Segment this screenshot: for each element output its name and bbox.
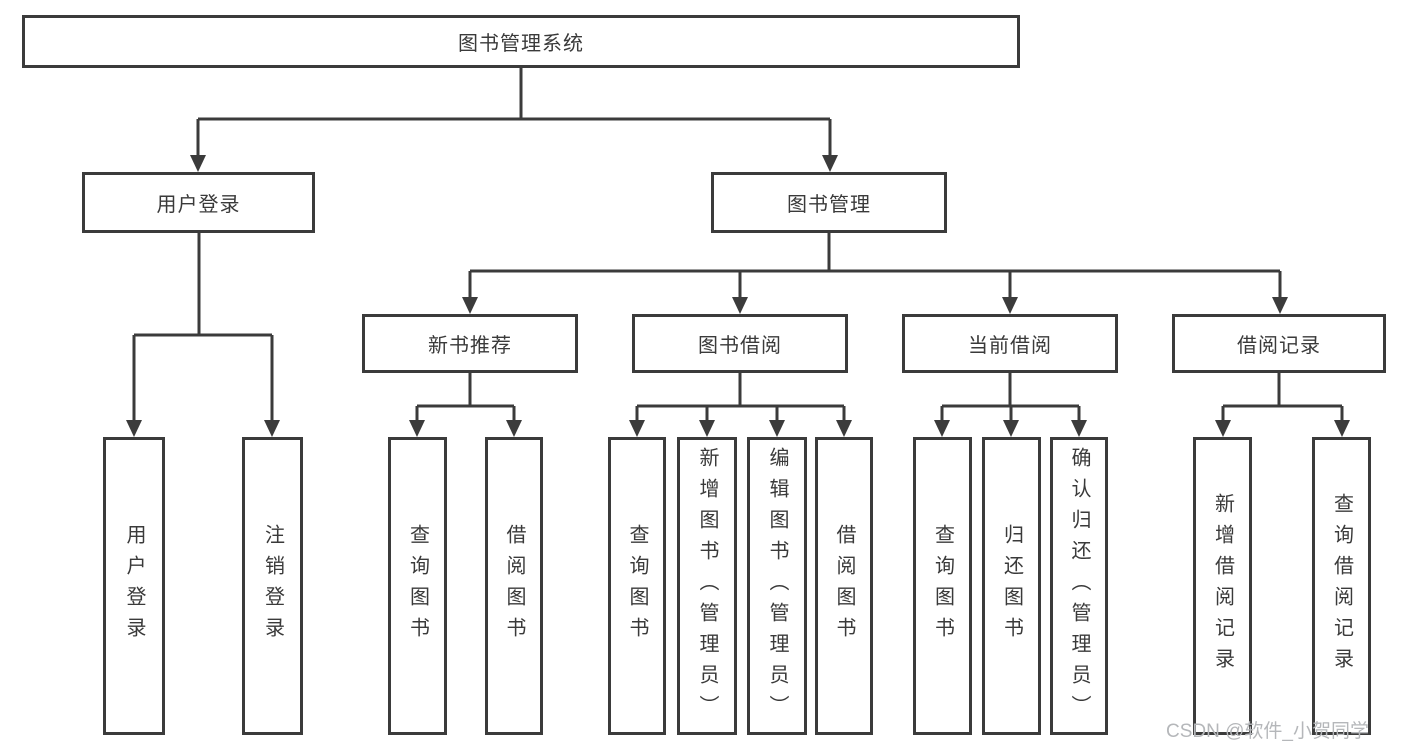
connector-borrow-to-leaves [629,373,852,437]
arrowhead [629,420,645,437]
leaf-borrow-books-1: 借阅图书 [485,437,543,735]
arrowhead [190,155,206,172]
arrowhead [409,420,425,437]
arrowhead [1003,420,1019,437]
node-book-management: 图书管理 [711,172,947,233]
arrowhead [769,420,785,437]
connector-login-to-leaves [126,233,280,437]
leaf-query-books-1: 查询图书 [388,437,447,735]
node-new-book-recommend: 新书推荐 [362,314,578,373]
arrowhead [732,297,748,314]
csdn-watermark: CSDN @软件_小贺同学 [1166,721,1369,742]
arrowhead [1272,297,1288,314]
leaf-query-books-2: 查询图书 [608,437,666,735]
arrowhead [836,420,852,437]
connector-mgmt-to-level3 [462,233,1288,314]
leaf-confirm-return-admin: 确认归还（管理员） [1050,437,1108,735]
arrowhead [264,420,280,437]
leaf-user-login: 用户登录 [103,437,165,735]
connector-root-to-level2 [190,68,838,172]
arrowhead [1002,297,1018,314]
leaf-logout: 注销登录 [242,437,303,735]
arrowhead [822,155,838,172]
connector-record-to-leaves [1215,373,1350,437]
leaf-query-books-3: 查询图书 [913,437,972,735]
arrowhead [126,420,142,437]
node-current-borrowing: 当前借阅 [902,314,1118,373]
arrowhead [1071,420,1087,437]
node-system-root: 图书管理系统 [22,15,1020,68]
node-borrow-records: 借阅记录 [1172,314,1386,373]
connector-newrec-to-leaves [409,373,522,437]
arrowhead [506,420,522,437]
arrowhead [699,420,715,437]
arrowhead [934,420,950,437]
leaf-edit-books-admin: 编辑图书（管理员） [747,437,807,735]
leaf-return-books: 归还图书 [982,437,1041,735]
arrowhead [1334,420,1350,437]
node-user-login: 用户登录 [82,172,315,233]
node-book-borrowing: 图书借阅 [632,314,848,373]
arrowhead [462,297,478,314]
leaf-add-books-admin: 新增图书（管理员） [677,437,737,735]
arrowhead [1215,420,1231,437]
leaf-borrow-books-2: 借阅图书 [815,437,873,735]
connector-curr-to-leaves [934,373,1087,437]
leaf-query-borrow-record: 查询借阅记录 [1312,437,1371,735]
leaf-add-borrow-record: 新增借阅记录 [1193,437,1252,735]
